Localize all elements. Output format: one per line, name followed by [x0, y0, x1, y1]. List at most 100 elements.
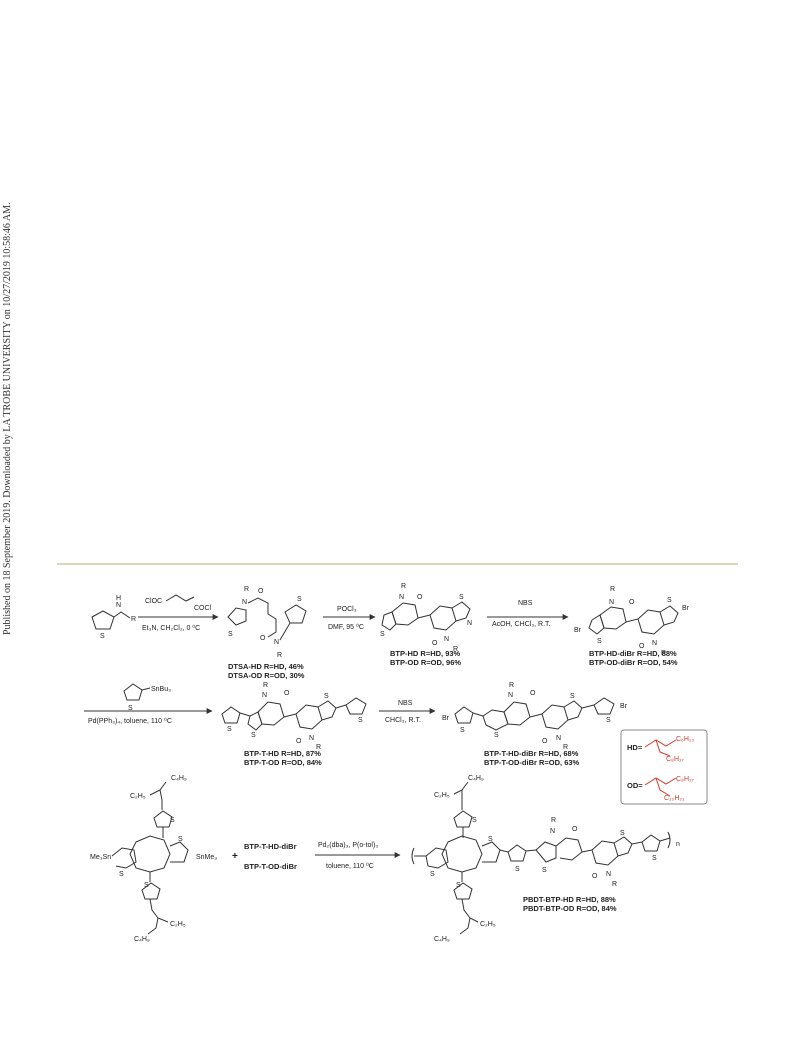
- svg-text:C₄H₉: C₄H₉: [134, 936, 150, 943]
- svg-text:S: S: [144, 882, 149, 889]
- svg-text:S: S: [297, 596, 302, 603]
- step6-conditions: toluene, 110 ⁰C: [326, 862, 374, 870]
- svg-text:N: N: [652, 640, 657, 647]
- svg-text:N: N: [116, 602, 121, 609]
- synthesis-scheme: N H R S ClOC COCl Et₃N, CH₂Cl₂, 0 ⁰C R N…: [84, 583, 708, 943]
- btp-t-dibr-structure: Br S R N O S S S Br N O R: [442, 682, 628, 751]
- label-btp-hd: BTP-HD R=HD, 93%: [390, 649, 461, 658]
- label-btp-hd-dibr: BTP-HD-diBr R=HD, 88%: [589, 649, 677, 658]
- svg-text:R: R: [277, 652, 282, 659]
- svg-text:COCl: COCl: [194, 605, 212, 612]
- svg-text:N: N: [399, 594, 404, 601]
- svg-text:n: n: [676, 841, 680, 848]
- label-monomer-hd: BTP-T-HD-diBr: [244, 842, 297, 851]
- svg-text:S: S: [100, 633, 105, 640]
- svg-text:SnMe₃: SnMe₃: [196, 854, 217, 861]
- svg-text:O: O: [572, 826, 578, 833]
- svg-text:S: S: [358, 717, 363, 724]
- svg-text:S: S: [170, 817, 175, 824]
- label-btp-t-od: BTP-T-OD R=OD, 84%: [244, 758, 322, 767]
- svg-text:O: O: [639, 643, 645, 650]
- side-chain-legend: HD= C₆H₁₃ C₈H₁₇ OD= C₈H₁₇ C₁₀H₂₁: [620, 729, 708, 805]
- label-btp-t-hd-dibr: BTP-T-HD-diBr R=HD, 68%: [484, 749, 579, 758]
- svg-text:O: O: [592, 873, 598, 880]
- svg-text:S: S: [542, 867, 547, 874]
- svg-text:O: O: [260, 635, 266, 642]
- svg-text:S: S: [228, 631, 233, 638]
- plus-sign: +: [232, 851, 238, 862]
- btp-structure: R N O S S N N O R: [380, 583, 472, 653]
- svg-text:S: S: [460, 727, 465, 734]
- svg-text:N: N: [508, 692, 513, 699]
- svg-text:R: R: [316, 744, 321, 751]
- svg-text:C₈H₁₇: C₈H₁₇: [676, 776, 694, 783]
- label-btp-t-od-dibr: BTP-T-OD-diBr R=OD, 63%: [484, 758, 580, 767]
- section-divider: [57, 563, 738, 565]
- svg-text:S: S: [667, 597, 672, 604]
- svg-text:C₂H₅: C₂H₅: [170, 921, 186, 928]
- svg-text:S: S: [597, 638, 602, 645]
- svg-text:C₄H₉: C₄H₉: [468, 775, 484, 782]
- svg-text:C₆H₁₃: C₆H₁₃: [676, 736, 694, 743]
- svg-text:S: S: [251, 732, 256, 739]
- svg-text:N: N: [467, 620, 472, 627]
- svg-text:N: N: [274, 639, 279, 646]
- svg-text:O: O: [542, 738, 548, 745]
- svg-text:R: R: [661, 650, 666, 657]
- label-btp-t-hd: BTP-T-HD R=HD, 87%: [244, 749, 321, 758]
- step4-conditions: Pd(PPh₃)₄, toluene, 110 ⁰C: [88, 717, 172, 725]
- dtsa-structure: R N S O O N R S: [227, 586, 307, 659]
- svg-text:S: S: [606, 717, 611, 724]
- svg-text:S: S: [494, 732, 499, 739]
- pbdt-btp-polymer-structure: C₄H₉ C₂H₅ S S S S S R N O S N O R S n: [411, 775, 680, 943]
- svg-text:C₈H₁₇: C₈H₁₇: [666, 756, 684, 763]
- step5-reagent: NBS: [398, 700, 413, 707]
- label-pbdt-btp-hd: PBDT-BTP-HD R=HD, 88%: [523, 895, 616, 904]
- svg-text:S: S: [119, 871, 124, 878]
- svg-text:ClOC: ClOC: [145, 598, 162, 605]
- svg-text:Br: Br: [574, 627, 582, 634]
- svg-text:N: N: [242, 599, 247, 606]
- svg-text:R: R: [551, 817, 556, 824]
- svg-text:C₂H₅: C₂H₅: [480, 921, 496, 928]
- svg-text:S: S: [380, 631, 385, 638]
- svg-text:S: S: [652, 855, 657, 862]
- svg-text:S: S: [430, 871, 435, 878]
- btp-t-structure: S R N O S S S N O R: [221, 682, 367, 751]
- svg-text:C₂H₅: C₂H₅: [434, 792, 450, 799]
- svg-text:N: N: [262, 692, 267, 699]
- svg-text:R: R: [453, 646, 458, 653]
- svg-text:R: R: [610, 586, 615, 593]
- svg-text:O: O: [530, 690, 536, 697]
- svg-text:S: S: [488, 836, 493, 843]
- svg-text:S: S: [324, 693, 329, 700]
- svg-text:S: S: [128, 705, 133, 712]
- svg-text:S: S: [515, 866, 520, 873]
- step2-conditions: DMF, 95 ⁰C: [328, 623, 364, 631]
- svg-text:O: O: [284, 690, 290, 697]
- svg-text:N: N: [309, 735, 314, 742]
- svg-text:R: R: [563, 744, 568, 751]
- svg-text:S: S: [472, 817, 477, 824]
- label-btp-od-dibr: BTP-OD-diBr R=OD, 54%: [589, 658, 678, 667]
- svg-text:O: O: [296, 738, 302, 745]
- step2-reagent: POCl₃: [337, 606, 357, 613]
- step3-conditions: AcOH, CHCl₃, R.T.: [492, 621, 551, 628]
- svg-text:S: S: [456, 882, 461, 889]
- svg-text:C₄H₉: C₄H₉: [171, 775, 187, 782]
- step6-catalyst: Pd₂(dba)₃, P(o-tol)₃: [318, 842, 378, 849]
- svg-text:N: N: [550, 828, 555, 835]
- label-dtsa-od: DTSA-OD R=OD, 30%: [228, 671, 305, 680]
- svg-text:S: S: [570, 693, 575, 700]
- label-pbdt-btp-od: PBDT-BTP-OD R=OD, 84%: [523, 904, 617, 913]
- svg-text:Br: Br: [682, 605, 690, 612]
- tributylstannyl-thiophene: S SnBu₃: [123, 683, 171, 712]
- svg-text:C₄H₉: C₄H₉: [434, 936, 450, 943]
- svg-text:R: R: [509, 682, 514, 689]
- aminothiophene-structure: N H R S: [91, 595, 136, 640]
- svg-text:O: O: [629, 599, 635, 606]
- reagent-succinyl-chloride: ClOC COCl: [145, 594, 212, 612]
- step5-conditions: CHCl₃, R.T.: [385, 717, 421, 724]
- svg-text:S: S: [459, 594, 464, 601]
- svg-text:S: S: [620, 830, 625, 837]
